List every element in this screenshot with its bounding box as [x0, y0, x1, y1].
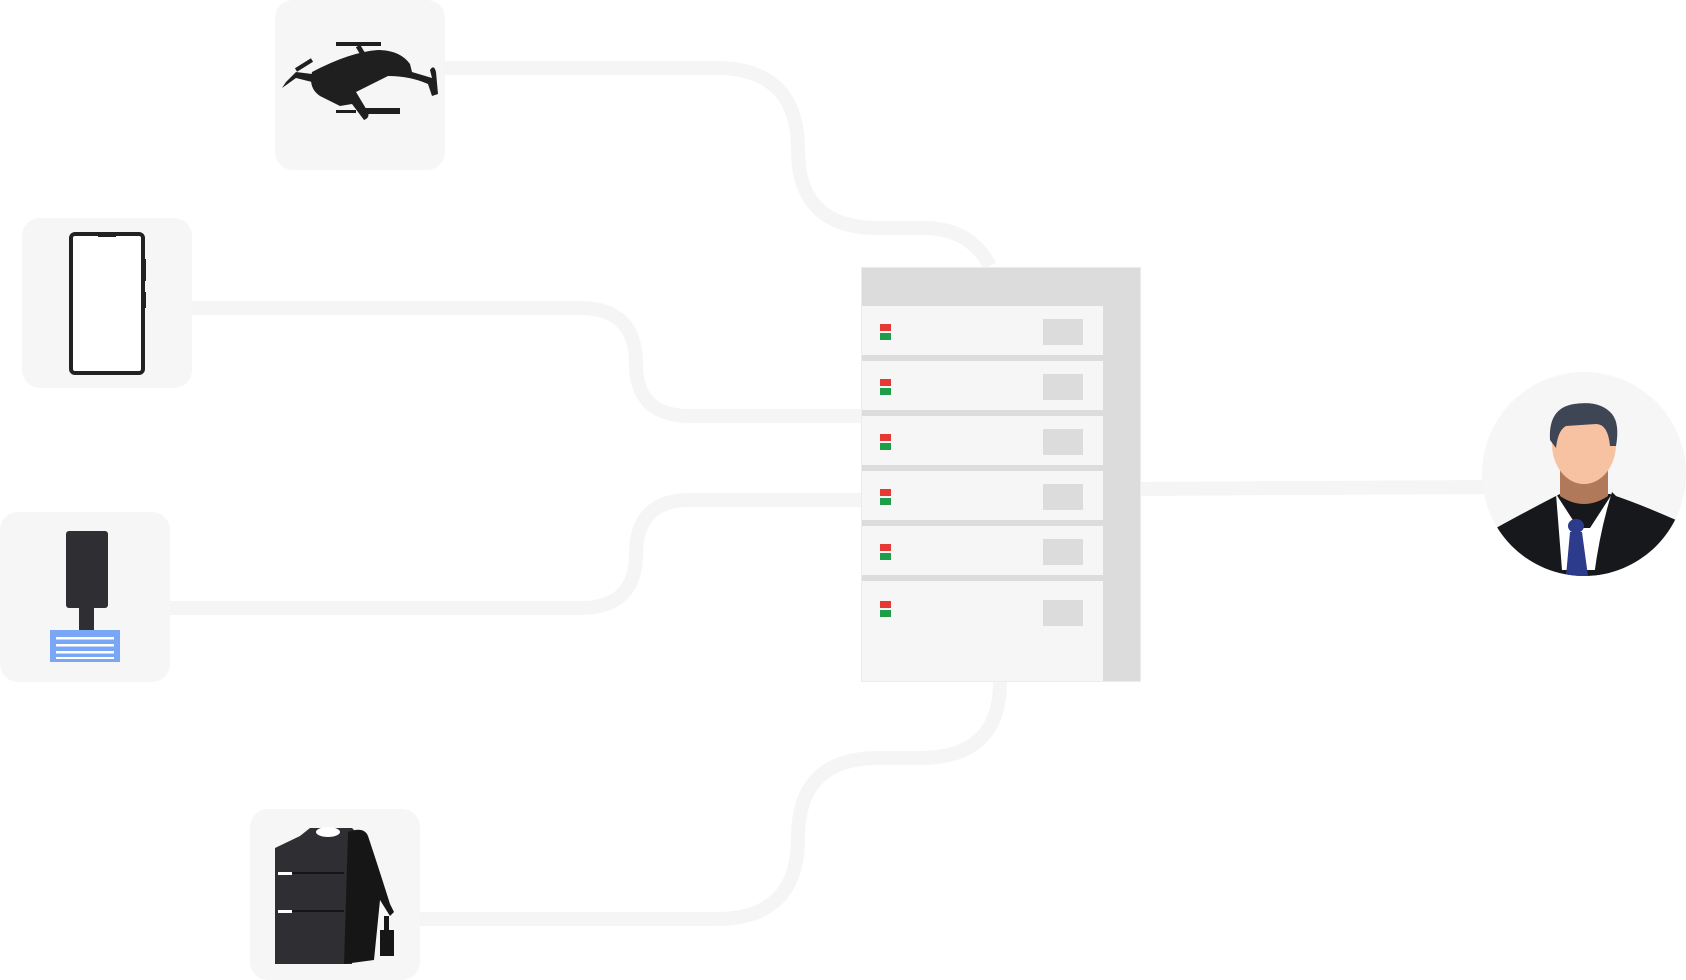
connector-backpack-to-server	[419, 682, 1000, 919]
drive-bay	[1043, 484, 1083, 510]
device-smartphone	[22, 218, 192, 388]
connector-server-to-user	[1138, 487, 1490, 489]
status-led-red	[880, 324, 891, 331]
status-led-red	[880, 544, 891, 551]
status-led-red	[880, 434, 891, 441]
status-led-green	[880, 388, 891, 395]
drive-bay	[1043, 429, 1083, 455]
user-avatar	[1482, 372, 1686, 600]
server-units	[862, 306, 1103, 681]
device-drone	[275, 0, 445, 170]
drive-bay	[1043, 539, 1083, 565]
status-led-green	[880, 498, 891, 505]
server-unit	[862, 471, 1103, 526]
device-badge-reader	[0, 512, 170, 682]
connector-phone-to-server	[192, 308, 862, 416]
status-led-green	[880, 610, 891, 617]
server-unit	[862, 361, 1103, 416]
server-unit	[862, 416, 1103, 471]
server-unit	[862, 526, 1103, 581]
server-unit-divider	[862, 355, 1103, 361]
server-unit	[862, 306, 1103, 361]
server-unit-divider	[862, 575, 1103, 581]
server-unit-divider	[862, 520, 1103, 526]
drive-bay	[1043, 374, 1083, 400]
status-led-red	[880, 601, 891, 608]
status-led-green	[880, 443, 891, 450]
connectors	[169, 68, 1490, 919]
connector-drone-to-server	[443, 68, 990, 266]
server-unit	[862, 581, 1103, 681]
status-led-green	[880, 333, 891, 340]
device-backpack	[250, 809, 420, 980]
server-unit-divider	[862, 410, 1103, 416]
drive-bay	[1043, 600, 1083, 626]
status-led-green	[880, 553, 891, 560]
status-led-red	[880, 379, 891, 386]
server-unit-panel	[862, 581, 1103, 681]
drive-bay	[1043, 319, 1083, 345]
smartphone-icon	[71, 234, 146, 373]
status-led-red	[880, 489, 891, 496]
server-unit-divider	[862, 465, 1103, 471]
server-rack	[862, 268, 1140, 681]
connector-badge-reader-to-server	[169, 500, 862, 608]
